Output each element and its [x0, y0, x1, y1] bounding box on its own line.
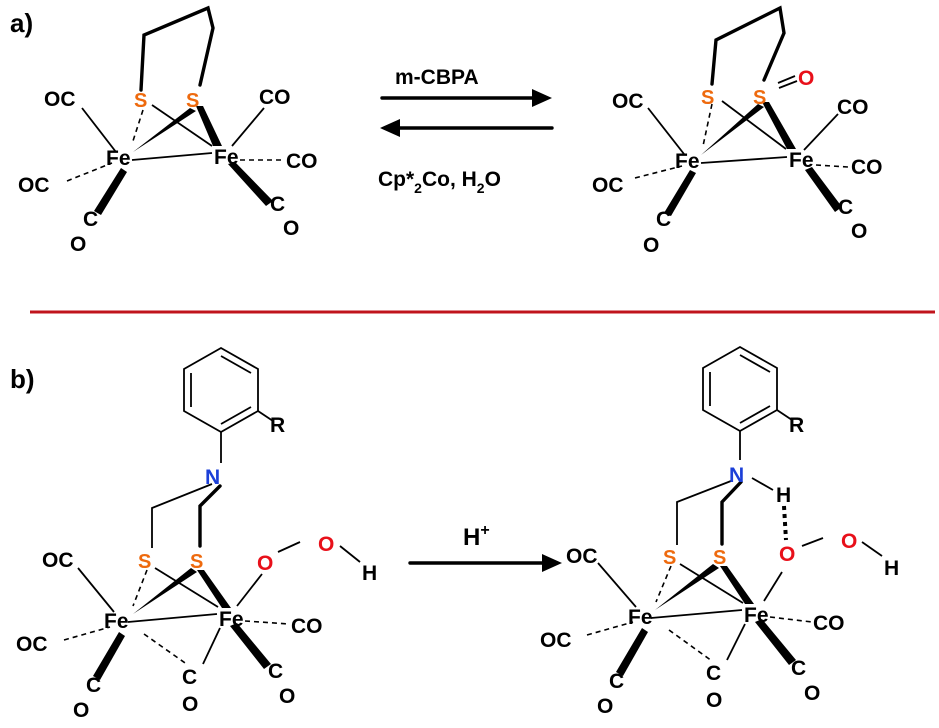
carbonyl-c: C [656, 208, 671, 231]
iron-atom: Fe [214, 146, 239, 169]
proton-reagent: H+ [463, 522, 490, 551]
carbonyl-o: O [851, 220, 867, 243]
carbonyl-c: C [838, 196, 853, 219]
carbonyl-co: CO [291, 615, 323, 638]
carbonyl-c: C [609, 670, 624, 693]
iron-atom: Fe [104, 610, 129, 633]
bridging-carbonyl-o: O [706, 689, 722, 712]
carbonyl-oc: OC [18, 174, 50, 197]
panel-b-label: b) [10, 364, 35, 394]
iron-atom: Fe [789, 149, 814, 172]
protonation-arrow: H+ [408, 522, 562, 572]
carbonyl-c: C [86, 674, 101, 697]
panel-a-label: a) [10, 8, 33, 38]
carbonyl-o: O [804, 682, 820, 705]
carbonyl-oc: OC [566, 545, 598, 568]
carbonyl-oc: OC [592, 174, 624, 197]
iron-atom: Fe [675, 150, 700, 173]
peroxo-oxygen: O [318, 533, 334, 556]
hydroperoxo-hydrogen: H [362, 562, 377, 585]
nitrogen-atom: N [205, 466, 220, 489]
carbonyl-c: C [268, 660, 283, 683]
panel-a: a) S S Fe Fe OC OC C [10, 5, 883, 257]
sulfur-atom: S [134, 90, 147, 112]
sulfur-atom: S [753, 87, 766, 109]
r-substituent: R [270, 414, 285, 437]
iron-atom: Fe [744, 604, 769, 627]
sulfur-atom: S [186, 90, 199, 112]
equilibrium-arrows: m-CBPA Cp*2Co, H2O [378, 66, 554, 196]
hydroperoxo-hydrogen: H [884, 557, 899, 580]
sulfur-atom: S [138, 551, 151, 573]
ammonium-hydrogen: H [776, 484, 791, 507]
carbonyl-co: CO [286, 150, 318, 173]
peroxo-oxygen: O [841, 530, 857, 553]
carbonyl-c: C [83, 208, 98, 231]
reactant-complex-a: S S Fe Fe OC OC C O CO CO C O [18, 5, 318, 256]
nitrogen-atom: N [729, 464, 744, 487]
sulfur-atom: S [713, 547, 726, 569]
product-complex-b: R N H S S O O H Fe Fe OC OC C O C O CO C… [540, 345, 899, 718]
sulfoxide-oxygen: O [798, 67, 814, 90]
carbonyl-oc: OC [540, 629, 572, 652]
carbonyl-o: O [73, 699, 89, 722]
peroxo-oxygen: O [257, 552, 273, 575]
reactant-complex-b: R N S S O O H Fe Fe OC OC C O C O CO C O [16, 346, 377, 722]
reverse-reagent: Cp*2Co, H2O [378, 168, 501, 196]
carbonyl-oc: OC [612, 90, 644, 113]
carbonyl-oc: OC [44, 88, 76, 111]
sulfur-atom: S [663, 547, 676, 569]
bridging-carbonyl-o: O [182, 693, 198, 716]
bridging-carbonyl-c: C [182, 666, 197, 689]
carbonyl-co: CO [837, 96, 869, 119]
iron-atom: Fe [106, 147, 131, 170]
carbonyl-co: CO [813, 612, 845, 635]
bridging-carbonyl-c: C [706, 662, 721, 685]
iron-atom: Fe [219, 608, 244, 631]
sulfur-atom: S [190, 551, 203, 573]
panel-b: b) [10, 345, 899, 722]
carbonyl-o: O [283, 217, 299, 240]
carbonyl-o: O [597, 695, 613, 718]
carbonyl-oc: OC [16, 633, 48, 656]
r-substituent: R [789, 414, 804, 437]
product-complex-a: S S O Fe Fe OC OC C O CO CO C O [592, 5, 883, 257]
iron-atom: Fe [628, 606, 653, 629]
carbonyl-o: O [279, 685, 295, 708]
carbonyl-c: C [791, 657, 806, 680]
carbonyl-o: O [643, 234, 659, 257]
peroxo-oxygen: O [779, 543, 795, 566]
carbonyl-o: O [70, 233, 86, 256]
carbonyl-c: C [270, 193, 285, 216]
sulfur-atom: S [701, 87, 714, 109]
carbonyl-co: CO [851, 156, 883, 179]
forward-reagent: m-CBPA [395, 66, 479, 89]
carbonyl-oc: OC [42, 549, 74, 572]
carbonyl-co: CO [259, 86, 291, 109]
